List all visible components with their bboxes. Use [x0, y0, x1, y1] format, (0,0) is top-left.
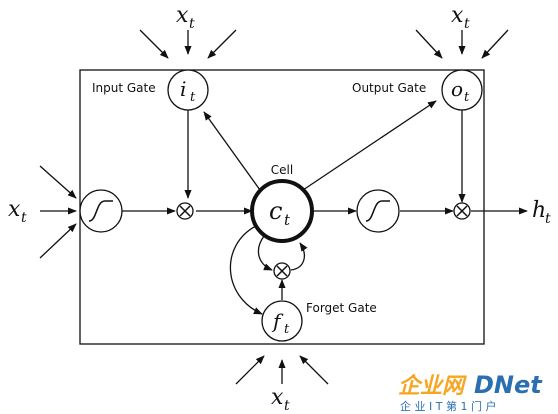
watermark-logo: 企业网 DNet 企 业 I T 第 1 门 户 [398, 371, 543, 413]
forget-gate-label: Forget Gate [306, 301, 377, 315]
forget-gate-inputs [235, 355, 329, 385]
svg-text:t: t [464, 16, 470, 32]
svg-text:x: x [176, 3, 189, 28]
sigmoid-icon [365, 200, 390, 222]
svg-text:c: c [269, 197, 282, 225]
input-squash-node [79, 189, 123, 233]
cell-input-inputs [39, 165, 77, 259]
input-symbol-top-right: x t [451, 3, 470, 32]
svg-text:h: h [532, 198, 546, 223]
output-gate-node: o t [441, 69, 483, 111]
svg-text:t: t [190, 90, 196, 105]
svg-text:x: x [451, 3, 464, 28]
internal-connections [122, 100, 528, 315]
input-gate-inputs [139, 29, 237, 59]
output-squash-node [356, 189, 400, 233]
output-gate-inputs [415, 29, 509, 59]
svg-text:o: o [451, 77, 463, 101]
output-gate-label: Output Gate [352, 81, 426, 95]
svg-text:t: t [21, 210, 27, 226]
output-multiply-node [453, 202, 471, 220]
svg-text:i: i [180, 77, 186, 101]
svg-text:t: t [464, 90, 470, 105]
input-multiply-node [176, 202, 194, 220]
cell-label: Cell [271, 163, 293, 177]
svg-text:t: t [284, 211, 291, 229]
input-gate-node: i t [167, 69, 209, 111]
svg-text:x: x [271, 385, 284, 410]
input-symbol-left: x t [8, 197, 27, 226]
input-symbol-top-left: x t [176, 3, 195, 32]
svg-text:企业网: 企业网 [398, 373, 467, 399]
svg-text:t: t [545, 211, 551, 227]
input-symbol-bottom: x t [271, 385, 290, 414]
svg-text:x: x [8, 197, 21, 222]
sigmoid-icon [88, 200, 113, 222]
cell-node: c t [250, 179, 314, 243]
multiply-icon [276, 265, 288, 277]
input-gate-label: Input Gate [92, 81, 156, 95]
svg-text:t: t [284, 322, 290, 337]
multiply-icon [179, 205, 191, 217]
svg-text:t: t [189, 16, 195, 32]
forget-gate-node: f t [261, 300, 303, 342]
output-symbol: h t [532, 198, 551, 227]
svg-text:企 业 I T 第 1 门 户: 企 业 I T 第 1 门 户 [400, 399, 496, 413]
multiply-icon [456, 205, 468, 217]
svg-text:t: t [284, 398, 290, 414]
forget-multiply-node [273, 262, 291, 280]
svg-text:DNet: DNet [474, 371, 543, 399]
